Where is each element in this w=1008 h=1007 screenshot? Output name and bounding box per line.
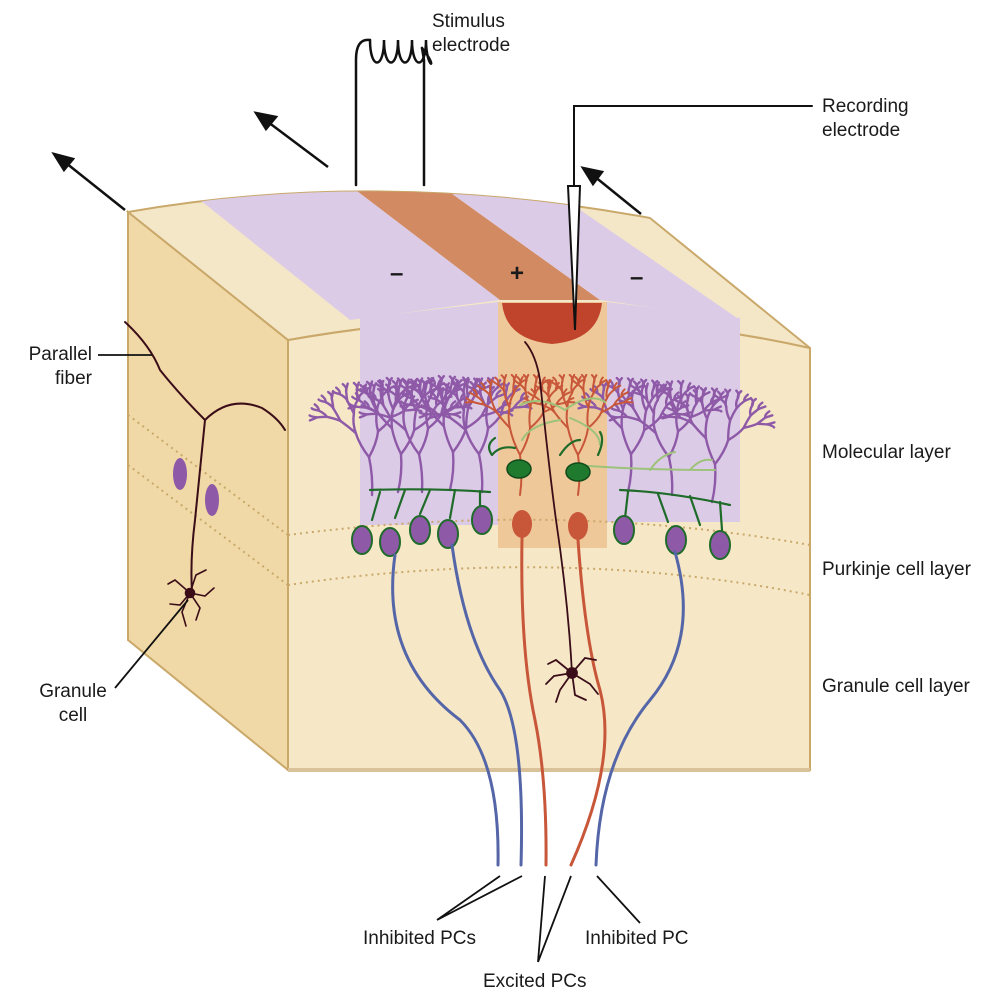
excited-pc-axons [520,536,607,867]
inhibited-purkinje-soma [665,525,687,555]
leader-lines [98,354,641,963]
granule-cell-side [167,569,215,627]
leader-granule-cell [114,599,189,689]
molecular-layer-label: Molecular layer [822,442,951,463]
stimulus-electrode-label: Stimulus electrode [432,11,511,56]
inhibited-purkinje-soma [351,525,373,555]
recording-site-dome [502,303,602,344]
basket-cell-fibers [368,430,732,532]
inhibited-purkinje-soma [471,505,493,535]
purkinje-cell-bodies [351,505,731,560]
top-inhibited-band-right [430,191,740,320]
parallel-fiber [124,321,286,593]
inhibited-pc-axons [391,543,685,867]
basket-cell-right [565,462,591,482]
excited-purkinje-soma [512,510,532,538]
arrow-head-left [51,151,76,173]
leader-inhibited-pcs [436,875,523,921]
top-excited-band [340,191,600,300]
inhibited-pc-label: Inhibited PC [585,928,689,949]
excited-axon-2 [569,538,607,867]
inhibited-purkinje-soma [379,527,401,557]
granule-cell-layer-label: Granule cell layer [822,676,970,697]
inhibited-purkinje-soma [613,515,635,545]
front-inhibited-zone-right [607,302,740,522]
top-inhibited-band-left [195,191,500,320]
recording-electrode-label: Recording electrode [822,96,909,141]
inhibited-axon-1 [391,553,500,867]
excited-purkinje-soma [568,512,588,540]
inhibited-axon-2 [450,543,524,867]
arrow-head-middle [253,111,279,132]
basket-cell-bodies [506,459,591,482]
purkinje-cell-layer-label: Purkinje cell layer [822,559,971,580]
excited-axon-1 [520,536,548,867]
leader-excited-pcs [537,875,572,963]
minus-sign-left: – [390,260,404,287]
inhibited-axon-3 [594,550,685,867]
direction-arrows [51,111,642,215]
arrow-head-right [580,166,605,187]
stellate-cell-processes [519,397,716,471]
minus-sign-right: – [630,264,644,291]
excited-pcs-label: Excited PCs [483,971,587,992]
inhibited-purkinje-soma [709,530,731,560]
inhibited-purkinje-soma [409,515,431,545]
inhibited-pcs-label: Inhibited PCs [363,928,477,949]
inhibited-purkinje-soma [437,519,459,549]
parallel-fiber-label: Parallel fiber [28,344,92,389]
granule-cell-label: Granule cell [39,681,107,726]
stimulus-electrode [354,38,433,187]
recording-electrode [566,105,813,331]
plus-sign: + [510,260,525,287]
leader-inhibited-pc [596,875,641,924]
side-purkinje-somata [173,458,219,516]
basket-cell-left [506,459,532,479]
granule-cell-front [524,341,599,703]
